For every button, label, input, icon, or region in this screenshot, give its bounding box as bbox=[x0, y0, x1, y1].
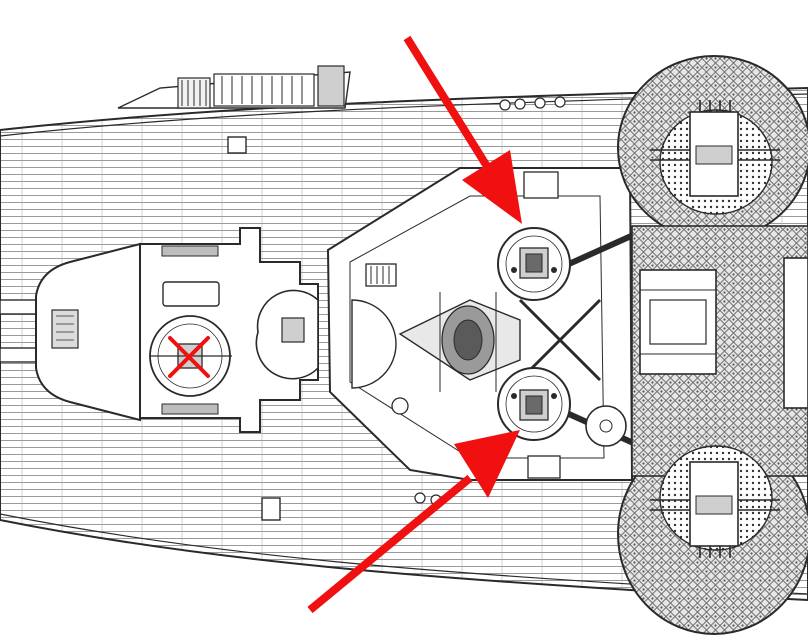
platform-grating-strip bbox=[161, 403, 219, 415]
deck-hatch bbox=[227, 136, 247, 154]
lower-right-gun-mount bbox=[650, 445, 780, 558]
superstructure-inner-deck bbox=[349, 195, 605, 459]
upper-right-gun-mount bbox=[650, 100, 780, 215]
deck-box bbox=[527, 455, 561, 479]
main-mast-structure bbox=[398, 229, 642, 449]
deck-fitting bbox=[391, 397, 409, 415]
deck-box bbox=[523, 171, 559, 199]
arrow-to-upper-gun-mount bbox=[403, 35, 522, 224]
platform-grating-strip bbox=[161, 245, 219, 257]
vent-slats bbox=[370, 266, 390, 284]
compass-platform bbox=[351, 299, 397, 389]
cross-mark-over-mount bbox=[168, 336, 210, 378]
forward-turret bbox=[35, 242, 141, 422]
aft-deckhouse bbox=[639, 269, 717, 375]
searchlight-core bbox=[599, 419, 613, 433]
turret-sight-detail bbox=[56, 315, 74, 341]
arrow-to-lower-gun-mount bbox=[307, 430, 520, 614]
aft-hatch bbox=[783, 257, 808, 409]
lower-gun-mount bbox=[497, 367, 571, 441]
upper-gun-mount bbox=[497, 227, 571, 301]
bridge-front-dome bbox=[255, 289, 319, 380]
deck-boat bbox=[117, 65, 351, 109]
platform-locker bbox=[162, 281, 220, 307]
bollards bbox=[414, 96, 566, 506]
deck-hatch bbox=[261, 497, 281, 521]
